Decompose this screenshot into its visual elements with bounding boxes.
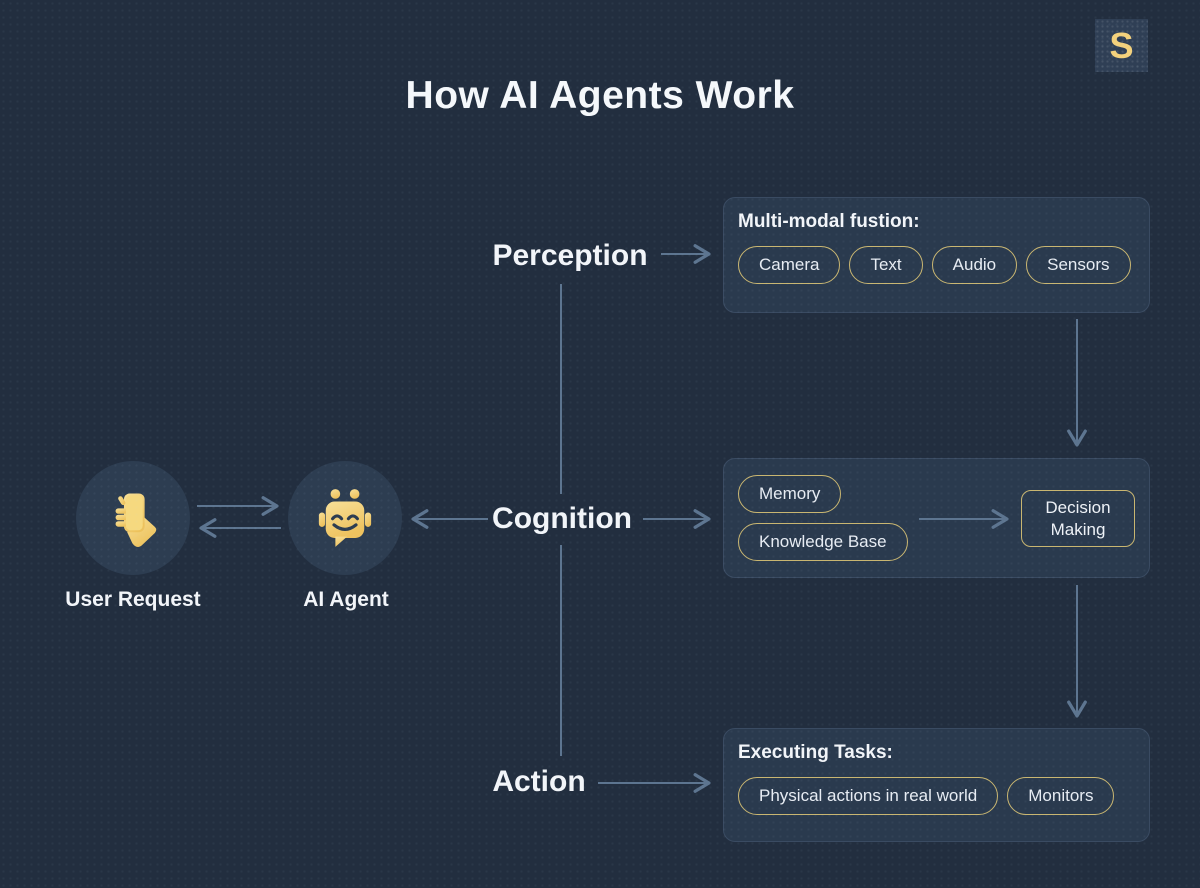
pill-knowledge-base: Knowledge Base [738, 523, 908, 561]
decision-making-box: Decision Making [1021, 490, 1135, 547]
stage-label-action: Action [492, 765, 586, 798]
robot-icon [318, 489, 372, 547]
pill-audio: Audio [931, 246, 1018, 284]
stage-label-cognition: Cognition [492, 502, 632, 535]
ai-agent-label: AI Agent [303, 588, 389, 611]
perception-panel-heading: Multi-modal fustion: [738, 211, 920, 232]
pill-memory: Memory [738, 475, 842, 513]
action-pill-row: Physical actions in real world Monitors [738, 777, 1135, 815]
stage-label-perception: Perception [492, 239, 648, 272]
pill-physical-actions: Physical actions in real world [738, 777, 999, 815]
perception-panel: Multi-modal fustion: Camera Text Audio S… [723, 197, 1150, 313]
user-request-node [76, 461, 190, 575]
user-request-label: User Request [65, 588, 201, 611]
perception-pill-row: Camera Text Audio Sensors [738, 246, 1135, 284]
cognition-panel: Memory Knowledge Base Decision Making [723, 458, 1150, 578]
action-panel-heading: Executing Tasks: [738, 742, 893, 763]
hand-holding-phone-icon [115, 493, 157, 547]
logo-badge: S [1095, 19, 1148, 72]
pill-sensors: Sensors [1026, 246, 1131, 284]
ai-agent-node [288, 461, 402, 575]
pill-text: Text [849, 246, 923, 284]
logo-letter: S [1109, 24, 1134, 66]
pill-monitors: Monitors [1007, 777, 1115, 815]
pill-camera: Camera [738, 246, 841, 284]
action-panel: Executing Tasks: Physical actions in rea… [723, 728, 1150, 842]
page-title: How AI Agents Work [405, 74, 795, 117]
